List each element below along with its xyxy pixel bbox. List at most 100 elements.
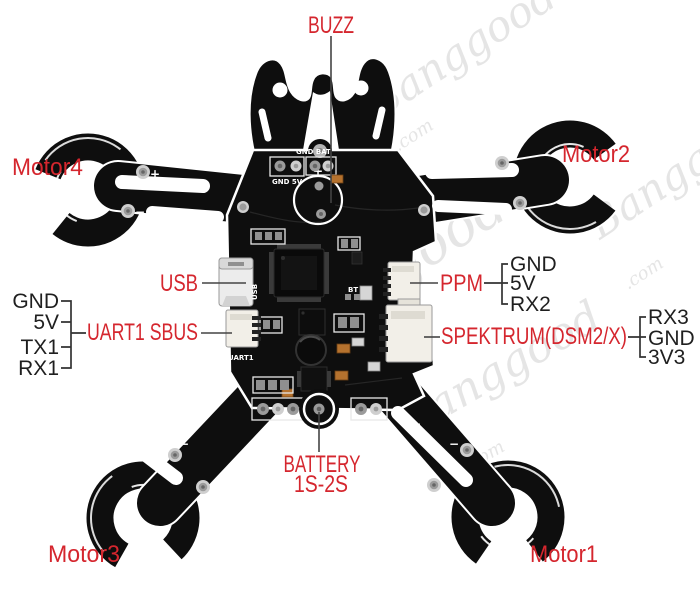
minus-mark: −	[135, 205, 145, 219]
minus-mark: −	[179, 437, 189, 451]
motor3-label: Motor3	[48, 541, 120, 568]
spektrum-pin-group: RX3 GND 3V3	[648, 306, 695, 369]
motor1-ring-accent	[474, 483, 542, 551]
smd-component	[337, 236, 361, 251]
motor1-ring-accent	[455, 464, 561, 570]
buzzer-pad	[314, 181, 324, 191]
usb-label: USB	[160, 270, 198, 297]
header-pads	[250, 228, 286, 245]
uart1-pin-bracket	[61, 300, 86, 369]
arm-slots	[93, 163, 519, 487]
top-plate	[248, 57, 397, 171]
arm-br-slot	[391, 406, 473, 487]
minus-mark: −	[411, 417, 421, 431]
spektrum-pin-bracket	[628, 316, 646, 358]
annotation-layer: BUZZ Motor4 Motor2 Motor3 Motor1 USB UAR…	[12, 12, 695, 568]
arm-tl-slot	[146, 206, 224, 223]
pin-uart1-rx1: RX1	[18, 357, 59, 380]
smd-component	[252, 376, 294, 394]
pcb-hub	[225, 148, 438, 412]
silk-uart1: UART1	[228, 354, 254, 362]
buzzer-pad-center	[319, 212, 323, 216]
arm-tr-slot	[432, 200, 512, 215]
plus-mark: +	[483, 159, 493, 173]
arm-tl-slot	[115, 175, 210, 193]
pcb-components: GND 5V GND BAT	[218, 148, 433, 429]
pin-spektrum-3v3: 3V3	[648, 346, 685, 369]
minus-mark: −	[498, 199, 508, 213]
motor1-label: Motor1	[530, 541, 598, 568]
smd-component	[351, 337, 365, 347]
smd-component	[367, 361, 381, 372]
pin-uart1-tx1: TX1	[20, 336, 59, 359]
smd-component	[333, 313, 365, 333]
smd-component	[334, 370, 349, 381]
pin-ppm-rx2: RX2	[510, 293, 551, 316]
motor3-ring-accent	[90, 465, 196, 571]
arm-pads	[121, 156, 527, 494]
pin-uart1-5v: 5V	[33, 311, 59, 334]
ppm-label: PPM	[440, 270, 483, 297]
bottom-pad-row-right	[350, 397, 388, 421]
screw-pad	[196, 480, 210, 494]
polarity-marks: + − + − − + − + + + −	[135, 159, 508, 495]
screw-pad	[168, 448, 182, 462]
motor4-ring-accent	[35, 137, 141, 243]
top-plate-notch	[303, 91, 339, 150]
arm-bl-slot	[93, 413, 183, 485]
smd-component	[351, 251, 363, 265]
uart1-pin-group: GND 5V TX1 RX1	[12, 290, 59, 380]
pcb-trace	[344, 377, 403, 386]
screw-pad	[513, 196, 527, 210]
ppm-pin-bracket	[484, 263, 508, 305]
plus-mark: +	[214, 479, 224, 493]
usb-connector	[218, 257, 254, 307]
silk-gnd-5v: GND 5V	[272, 178, 303, 186]
sbus-connector	[225, 309, 261, 348]
screw-pad	[427, 478, 441, 492]
buzzer-circle	[292, 174, 344, 226]
plus-mark: +	[414, 481, 424, 495]
plus-mark: +	[276, 417, 286, 431]
top-plate-hole	[272, 82, 288, 98]
pcb-trace	[334, 204, 419, 211]
buzz-label: BUZZ	[308, 12, 354, 39]
pin-spektrum-rx3: RX3	[648, 306, 689, 329]
screw-pad	[418, 204, 430, 216]
spektrum-connector	[379, 298, 433, 363]
smd-component	[330, 174, 344, 184]
top-plate-slot	[258, 108, 272, 142]
gnd-5v-pads	[269, 156, 305, 177]
screw-pad	[237, 201, 249, 213]
ppm-connector	[383, 261, 421, 301]
silk-usb: USB	[251, 284, 259, 300]
pin-spektrum-gnd: GND	[648, 327, 695, 350]
screw-pad	[460, 443, 474, 457]
uart1-sbus-label: UART1 SBUS	[87, 319, 198, 346]
quad-frame: + − + − − + − + + + −	[29, 57, 629, 577]
screw-pad	[495, 156, 509, 170]
gyro-chip	[298, 308, 326, 336]
motor4-label: Motor4	[12, 154, 83, 181]
minus-mark: −	[449, 437, 459, 451]
arm-tr-slot	[425, 163, 519, 179]
top-plate-hole	[353, 80, 369, 96]
battery-label-line1: BATTERY	[284, 451, 361, 478]
battery-label-line2: 1S-2S	[294, 471, 348, 498]
bottom-pad-row-left	[251, 397, 305, 421]
gnd-bat-pads	[305, 156, 337, 176]
screw-pad	[121, 204, 135, 218]
silk-gnd-bat: GND BAT	[296, 148, 331, 156]
inductor	[295, 334, 327, 366]
smd-component	[336, 343, 351, 354]
plus-mark: +	[150, 167, 160, 181]
smd-component	[359, 285, 373, 301]
motor2-label: Motor2	[562, 141, 630, 168]
pcb-trace	[249, 211, 323, 224]
motor4-ring-accent	[53, 156, 122, 224]
smd-component	[297, 366, 331, 392]
spektrum-label: SPEKTRUM(DSM2/X)	[441, 323, 627, 350]
ppm-pin-group: GND 5V RX2	[510, 253, 557, 316]
